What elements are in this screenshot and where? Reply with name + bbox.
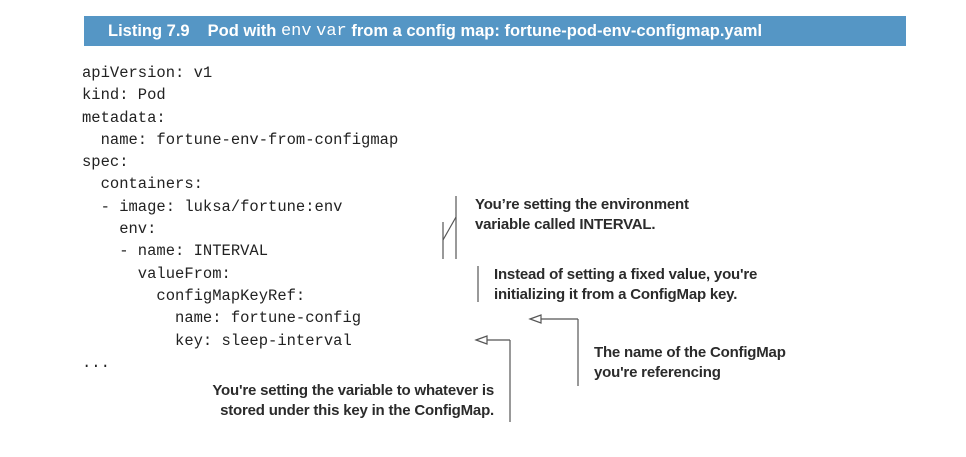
annotation-env-var: You’re setting the environment variable … (475, 195, 689, 234)
code-line: containers: (82, 175, 203, 194)
code-line: valueFrom: (82, 264, 231, 283)
annotation-line: Instead of setting a fixed value, you're (494, 266, 758, 283)
annotation-line: You’re setting the environment (475, 196, 689, 213)
callout-1-tick (442, 216, 457, 241)
code-line: apiVersion: v1 (82, 64, 213, 82)
callout-3-arrowhead (528, 314, 542, 324)
annotation-line: stored under this key in the ConfigMap. (220, 401, 494, 419)
listing-header: Listing 7.9 Pod with env var from a conf… (84, 16, 906, 46)
code-line: - image: luksa/fortune:env (82, 197, 343, 216)
code-line: - name: INTERVAL (82, 242, 269, 261)
code-line: ... (82, 353, 110, 372)
annotation-line: The name of the ConfigMap (594, 344, 786, 361)
code-block: apiVersion: v1 kind: Pod metadata: name: f… (82, 62, 398, 374)
code-line: spec: (82, 153, 129, 172)
callout-4-arrowhead (474, 335, 488, 345)
annotation-configmap-name: The name of the ConfigMap you're referen… (594, 343, 786, 382)
code-line: name: fortune-config (82, 309, 362, 328)
code-line: name: fortune-env-from-configmap (82, 130, 399, 149)
listing-title-code-var: var (316, 21, 347, 41)
annotation-configmap-key: You're setting the variable to whatever … (170, 381, 494, 420)
code-line: env: (82, 220, 157, 239)
listing-title-code-env: env (280, 21, 312, 41)
code-line: configMapKeyRef: (82, 286, 306, 305)
listing-title-part1: Pod with (207, 21, 277, 40)
listing-number: Listing 7.9 (108, 21, 190, 40)
annotation-line: you're referencing (594, 363, 721, 381)
code-line: key: sleep-interval (82, 331, 352, 350)
annotation-line: initializing it from a ConfigMap key. (494, 285, 738, 303)
code-line: kind: Pod (82, 86, 166, 105)
annotation-value-from: Instead of setting a fixed value, you're… (494, 265, 757, 304)
listing-title-part2: from a config map: fortune-pod-env-confi… (351, 21, 763, 40)
code-line: metadata: (82, 108, 166, 127)
annotation-line: variable called INTERVAL. (475, 215, 656, 233)
annotation-line: You're setting the variable to whatever … (212, 382, 494, 399)
